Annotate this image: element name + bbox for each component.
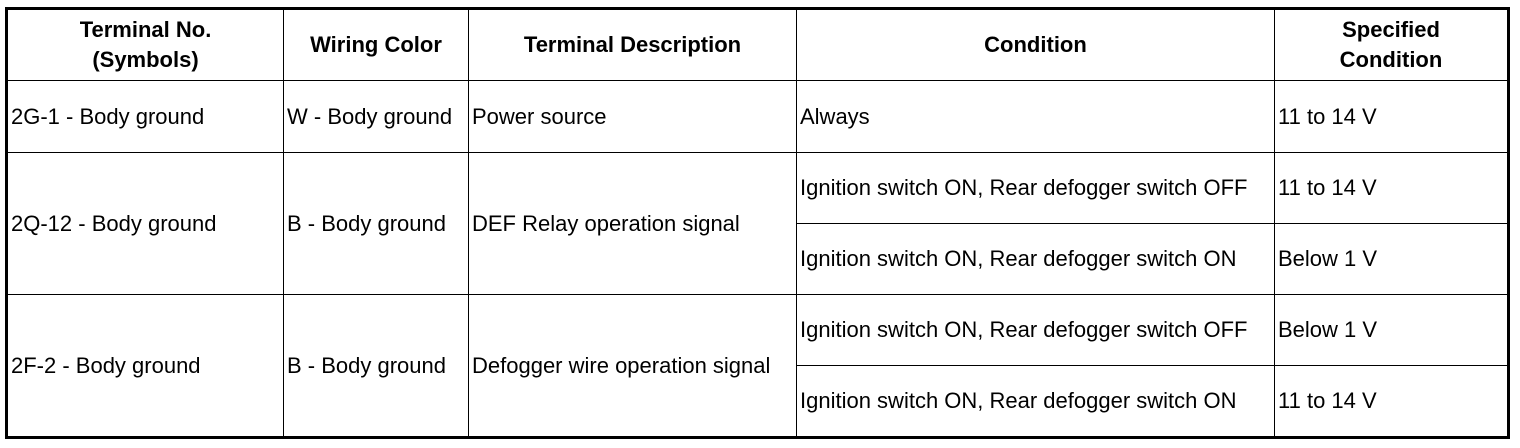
wiring-color-cell: B - Body ground (283, 152, 469, 295)
header-specified-condition: Specified Condition (1274, 8, 1509, 81)
description-cell: Defogger wire operation signal (468, 294, 797, 438)
header-row: Terminal No. (Symbols) Wiring Color Term… (6, 8, 1509, 81)
header-wiring-color: Wiring Color (283, 8, 469, 81)
condition-cell: Ignition switch ON, Rear defogger switch… (796, 365, 1275, 438)
table-row: Ignition switch ON, Rear defogger switch… (7, 223, 1509, 295)
header-terminal-no: Terminal No. (Symbols) (6, 8, 284, 81)
wiring-color-cell: B - Body ground (283, 294, 469, 438)
specified-condition-cell: 11 to 14 V (1274, 80, 1509, 153)
terminal-cell: 2Q-12 - Body ground (6, 152, 284, 295)
terminal-cell: 2F-2 - Body ground (6, 294, 284, 438)
table-row: 2Q-12 - Body ground B - Body ground DEF … (6, 152, 1509, 295)
specified-condition-cell: 11 to 14 V (1274, 152, 1509, 224)
terminal-table: Terminal No. (Symbols) Wiring Color Term… (5, 7, 1510, 439)
description-cell: DEF Relay operation signal (468, 152, 797, 295)
table-row: 2F-2 - Body ground B - Body ground Defog… (6, 294, 1509, 438)
terminal-cell: 2G-1 - Body ground (6, 80, 284, 153)
table-row: 2G-1 - Body ground W - Body ground Power… (6, 80, 1509, 153)
condition-cell: Ignition switch ON, Rear defogger switch… (796, 223, 1275, 295)
specified-condition-cell: Below 1 V (1274, 294, 1509, 366)
specified-condition-cell: Below 1 V (1274, 223, 1509, 295)
header-terminal-description: Terminal Description (468, 8, 797, 81)
header-condition: Condition (796, 8, 1275, 81)
condition-cell: Ignition switch ON, Rear defogger switch… (796, 152, 1275, 224)
description-cell: Power source (468, 80, 797, 153)
terminal-table-container: Terminal No. (Symbols) Wiring Color Term… (5, 7, 1510, 439)
wiring-color-cell: W - Body ground (283, 80, 469, 153)
condition-cell: Always (796, 80, 1275, 153)
condition-cell: Ignition switch ON, Rear defogger switch… (796, 294, 1275, 366)
specified-condition-cell: 11 to 14 V (1274, 365, 1509, 438)
table-row: Ignition switch ON, Rear defogger switch… (7, 365, 1509, 438)
